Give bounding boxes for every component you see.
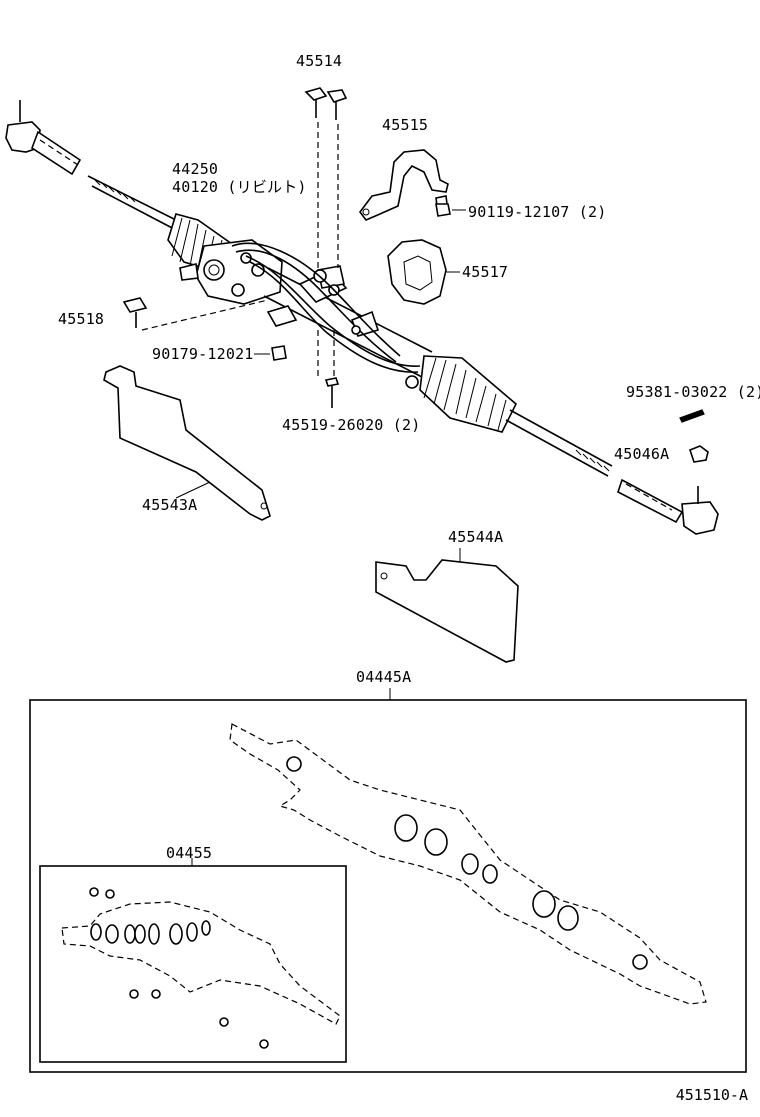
bolt-45518 [122, 297, 269, 331]
left-threaded-rod [87, 175, 181, 231]
label-04445A: 04445A [356, 668, 412, 686]
right-tie-rod-end [617, 409, 719, 535]
right-boot [419, 355, 517, 433]
hydraulic-lines [231, 242, 421, 389]
label-95381-03022: 95381-03022 (2) [626, 383, 760, 401]
label-45518: 45518 [58, 310, 105, 328]
label-40120: 40120 (リビルト) [172, 178, 307, 196]
label-44250: 44250 [172, 160, 219, 178]
bushing-45517 [387, 239, 447, 305]
left-tie-rod-end [5, 100, 82, 176]
diagram-reference-number: 451510-A [675, 1086, 748, 1104]
nut-90179 [254, 345, 287, 361]
heat-shield-45544A [375, 548, 519, 663]
label-45046A: 45046A [614, 445, 670, 463]
bracket-45515 [359, 149, 449, 221]
label-45514: 45514 [296, 52, 343, 70]
label-90119-12107: 90119-12107 (2) [468, 203, 607, 221]
label-04455: 04455 [166, 844, 213, 862]
heat-shield-45543A [103, 365, 271, 521]
label-45543A: 45543A [142, 496, 198, 514]
label-90179-12021: 90179-12021 [152, 345, 254, 363]
right-threaded-rod [505, 409, 613, 477]
kit-box-04455 [39, 858, 347, 1063]
gear-housing [179, 239, 283, 305]
label-45515: 45515 [382, 116, 429, 134]
label-45544A: 45544A [448, 528, 504, 546]
bolt-45519 [317, 330, 340, 408]
label-45519-26020: 45519-26020 (2) [282, 416, 421, 434]
label-45517: 45517 [462, 263, 509, 281]
kit-box-04445A [29, 688, 747, 1073]
bolt-45514 [304, 87, 348, 270]
bolt-90119 [435, 203, 466, 217]
